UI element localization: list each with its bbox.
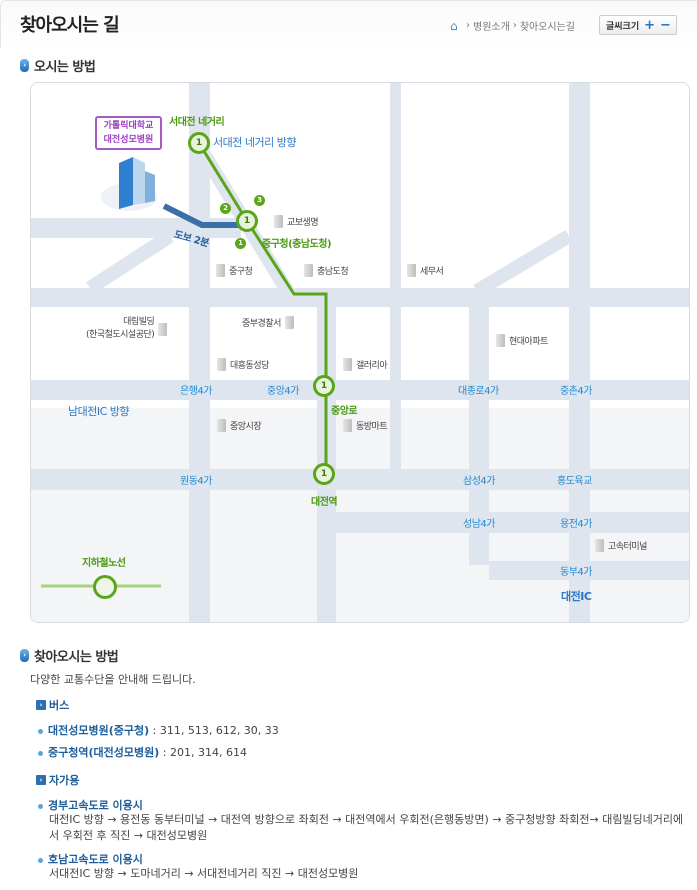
landmark: 대림빌딩(한국철도시설공단) bbox=[86, 316, 168, 342]
bullet-dot-icon bbox=[38, 728, 43, 734]
building-icon bbox=[274, 215, 283, 228]
station-junggu[interactable]: 1 bbox=[236, 210, 258, 232]
intersection-label: 은행4가 bbox=[180, 386, 212, 397]
building-icon bbox=[158, 322, 168, 336]
intersection-label: 중촌4가 bbox=[560, 386, 592, 397]
section-heading: › 찾아오시는 방법 bbox=[20, 646, 119, 665]
section-heading: › 오시는 방법 bbox=[20, 56, 96, 75]
arrow-box-icon: › bbox=[36, 700, 46, 710]
station-label: 서대전 네거리 bbox=[169, 117, 225, 128]
font-size-control: 글씨크기 + − bbox=[599, 15, 677, 35]
station-jungangro[interactable]: 1 bbox=[313, 375, 335, 397]
car-item-desc: 서대전IC 방향 → 도마네거리 → 서대전네거리 직진 → 대전성모병원 bbox=[49, 867, 359, 880]
building-icon bbox=[407, 264, 416, 277]
intersection-label: 대종로4가 bbox=[458, 386, 499, 397]
landmark: 중구청 bbox=[216, 264, 253, 277]
building-icon bbox=[343, 419, 352, 432]
landmark: 현대아파트 bbox=[496, 334, 548, 347]
station-label: 대전역 bbox=[311, 497, 338, 508]
bullet-dot-icon bbox=[38, 857, 43, 863]
breadcrumb-item[interactable]: 병원소개 bbox=[473, 22, 510, 33]
directions-map: 가톨릭대학교 대전성모병원 1 1 1 1 2 3 1 서대전 네거리 중구청(… bbox=[30, 82, 690, 623]
hospital-building-icon bbox=[101, 157, 157, 211]
landmark: 동방마트 bbox=[343, 419, 388, 432]
intro-text: 다양한 교통수단을 안내해 드립니다. bbox=[30, 673, 196, 686]
bullet-dot-icon bbox=[38, 750, 43, 756]
landmark: 고속터미널 bbox=[595, 539, 647, 552]
bullet-icon: › bbox=[20, 649, 29, 662]
exit-number: 3 bbox=[254, 195, 265, 206]
subway-line bbox=[197, 142, 328, 474]
car-item-title: 경부고속도로 이용시 bbox=[38, 797, 143, 813]
walk-path bbox=[162, 203, 247, 228]
building-icon bbox=[304, 264, 313, 277]
subheading-bus: ›버스 bbox=[36, 697, 69, 713]
landmark: 충남도청 bbox=[304, 264, 349, 277]
car-item-title: 호남고속도로 이용시 bbox=[38, 851, 143, 867]
building-icon bbox=[216, 264, 225, 277]
font-increase-button[interactable]: + bbox=[644, 17, 656, 33]
direction-label: 서대전 네거리 방향 bbox=[213, 136, 296, 149]
intersection-label: 성남4가 bbox=[463, 519, 495, 530]
building-icon bbox=[595, 539, 604, 552]
station-label: 중앙로 bbox=[331, 406, 358, 417]
bus-item: 중구청역(대전성모병원) : 201, 314, 614 bbox=[38, 744, 247, 760]
exit-number: 2 bbox=[220, 203, 231, 214]
landmark: 대흥동성당 bbox=[217, 358, 269, 371]
map-roads bbox=[31, 83, 689, 622]
building-icon bbox=[217, 419, 226, 432]
intersection-label: 동부4가 bbox=[560, 567, 592, 578]
font-size-label: 글씨크기 bbox=[606, 21, 640, 32]
building-icon bbox=[343, 358, 352, 371]
font-decrease-button[interactable]: − bbox=[660, 17, 671, 33]
legend-station-icon bbox=[93, 575, 117, 599]
building-icon bbox=[284, 316, 294, 329]
intersection-label: 홍도육교 bbox=[557, 476, 592, 487]
intersection-label: 삼성4가 bbox=[463, 476, 495, 487]
page-title: 찾아오시는 길 bbox=[20, 15, 120, 36]
intersection-label: 중앙4가 bbox=[267, 386, 299, 397]
landmark: 중앙시장 bbox=[217, 419, 262, 432]
landmark: 교보생명 bbox=[274, 215, 319, 228]
landmark: 세무서 bbox=[407, 264, 444, 277]
station-label: 중구청(충남도청) bbox=[262, 239, 332, 250]
page-header bbox=[0, 0, 697, 48]
intersection-label: 원동4가 bbox=[180, 476, 212, 487]
home-icon[interactable]: ⌂ bbox=[450, 18, 458, 33]
breadcrumb: ⌂ › 병원소개 › 찾아오시는길 bbox=[450, 18, 576, 34]
legend-label: 지하철노선 bbox=[82, 558, 126, 569]
direction-label: 남대전IC 방향 bbox=[68, 405, 130, 418]
hospital-callout: 가톨릭대학교 대전성모병원 bbox=[95, 116, 162, 150]
intersection-label: 용전4가 bbox=[560, 519, 592, 530]
landmark: 갤러리아 bbox=[343, 358, 388, 371]
exit-number: 1 bbox=[235, 238, 246, 249]
arrow-box-icon: › bbox=[36, 775, 46, 785]
station-daejeon[interactable]: 1 bbox=[313, 463, 335, 485]
subheading-car: ›자가용 bbox=[36, 772, 79, 788]
bus-item: 대전성모병원(중구청) : 311, 513, 612, 30, 33 bbox=[38, 722, 279, 738]
direction-label: 대전IC bbox=[561, 590, 592, 603]
building-icon bbox=[496, 334, 505, 347]
car-item-desc: 대전IC 방향 → 용전동 동부터미널 → 대전역 방향으로 좌회전 → 대전역… bbox=[49, 813, 684, 842]
landmark: 중부경찰서 bbox=[242, 316, 294, 329]
breadcrumb-item[interactable]: 찾아오시는길 bbox=[519, 22, 576, 33]
building-icon bbox=[217, 358, 226, 371]
station-seodaejeon[interactable]: 1 bbox=[188, 132, 210, 154]
bullet-dot-icon bbox=[38, 803, 43, 809]
bullet-icon: › bbox=[20, 59, 29, 72]
